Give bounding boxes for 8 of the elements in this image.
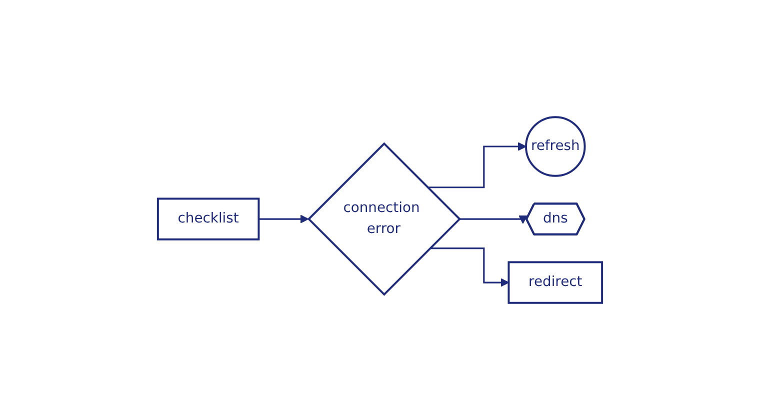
node-diamond: connection error: [307, 142, 461, 296]
node-box: redirect: [508, 261, 604, 304]
node-circle: refresh: [525, 116, 586, 177]
arrow: [459, 215, 528, 224]
arrow: [427, 142, 526, 188]
arrow: [430, 248, 510, 287]
arrow: [258, 214, 309, 224]
node-box: checklist: [156, 198, 260, 240]
